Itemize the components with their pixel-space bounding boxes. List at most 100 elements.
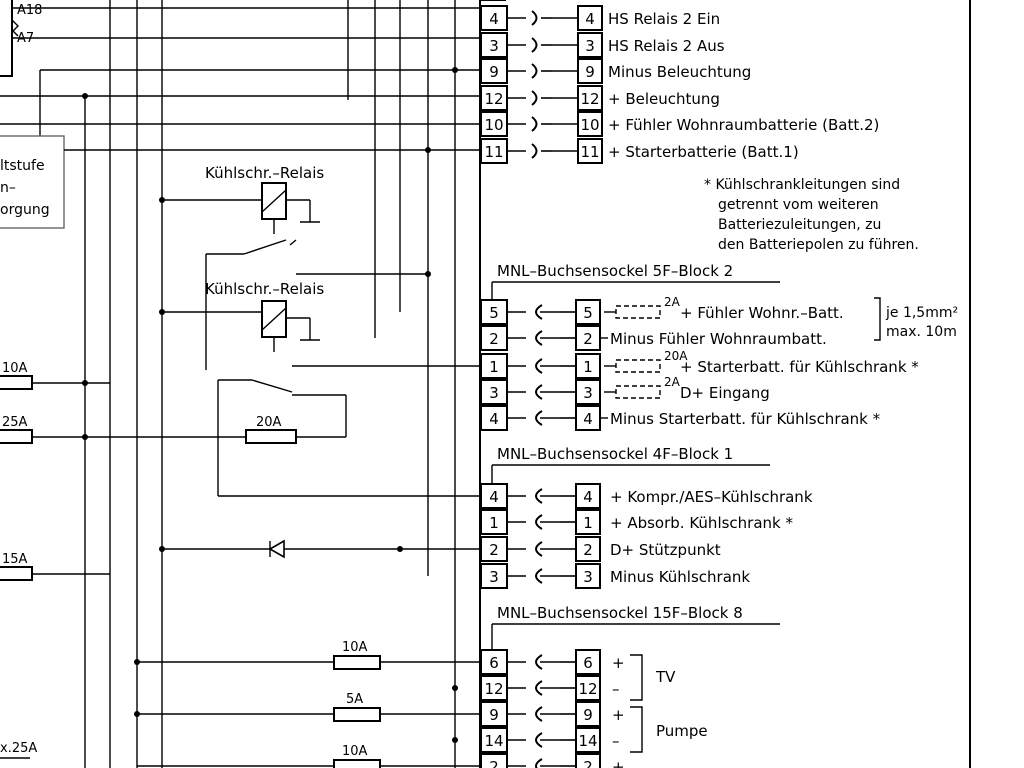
pin-label: 11 (580, 143, 599, 161)
pin-label: 2 (583, 758, 593, 768)
note-line-4: den Batteriepolen zu führen. (718, 237, 919, 253)
group-tv: TV (655, 668, 676, 686)
pin-label: 9 (489, 706, 499, 724)
pin-label: 2 (583, 541, 593, 559)
relay-1-label: Kühlschr.–Relais (205, 164, 324, 182)
pin-label: 5 (583, 304, 593, 322)
pin-label: 12 (484, 90, 503, 108)
note-line-2: getrennt vom weiteren (718, 197, 879, 213)
fuse-rating: 20A (664, 349, 688, 363)
polarity-label: + (612, 758, 625, 768)
pin-label: 4 (583, 410, 593, 428)
group-pumpe: Pumpe (656, 722, 708, 740)
fuse-symbol (615, 385, 661, 399)
left-fuse-label-3: 15A (2, 552, 28, 567)
bottom-fuse-label-3: 10A (342, 744, 368, 759)
junction-dots (82, 67, 458, 743)
left-box-line-2: n– (0, 180, 16, 196)
pin-label: 2 (489, 541, 499, 559)
pin-label: 14 (484, 732, 503, 750)
pin-label: 10 (484, 116, 503, 134)
pin-label: 1 (489, 514, 499, 532)
left-box-line-3: orgung (0, 202, 50, 218)
fuse-25a-left (0, 429, 33, 444)
pin-box-right (577, 58, 603, 84)
left-box-line-1: ltstufe (0, 158, 45, 174)
pin-label: 9 (585, 63, 595, 81)
pin-box-right (575, 536, 601, 562)
signal-label: Minus Starterbatt. für Kühlschrank * (610, 410, 881, 428)
pin-box-right (575, 509, 601, 535)
socket-symbol (535, 706, 543, 722)
fuse-10a-left (0, 375, 33, 390)
pin-label: 3 (489, 37, 499, 55)
socket-symbol (535, 410, 543, 426)
pin-label: 1 (583, 358, 593, 376)
pin-box-right (577, 85, 603, 111)
pin-box-right (575, 379, 601, 405)
pin-label: 10 (580, 116, 599, 134)
pin-label: 11 (484, 143, 503, 161)
pin-label: 4 (489, 488, 499, 506)
socket-symbol (535, 541, 543, 557)
fuse-symbol (615, 305, 661, 319)
relay-2-label: Kühlschr.–Relais (205, 280, 324, 298)
signal-label: D+ Stützpunkt (610, 541, 721, 559)
pin-box-right (575, 299, 601, 325)
relay-fuse-label: 20A (256, 415, 282, 430)
left-fuses: 10A 25A 15A x.25A (0, 361, 37, 759)
pin-box-right (575, 649, 601, 675)
pin-label: 9 (489, 63, 499, 81)
pin-box-right (575, 483, 601, 509)
pin-label: 4 (583, 488, 593, 506)
note-line-1: * Kühlschrankleitungen sind (704, 177, 900, 193)
signal-label: + Starterbatterie (Batt.1) (608, 143, 799, 161)
socket-symbol (535, 330, 543, 346)
pin-box-left (480, 649, 508, 675)
vertical-buses (84, 0, 481, 768)
pin-box-left (480, 138, 508, 164)
bottom-fuse-label-2: 5A (346, 692, 363, 707)
signal-label: + Kompr./AES–Kühlschrank (610, 488, 813, 506)
block8-title: MNL–Buchsensockel 15F–Block 8 (497, 604, 743, 622)
top-left-module: A18 A7 (0, 0, 480, 136)
socket-symbol (535, 654, 543, 670)
signal-label: Minus Kühlschrank (610, 568, 750, 586)
pin-box-left (480, 379, 508, 405)
left-fuse-label-2: 25A (2, 415, 28, 430)
diode (162, 539, 480, 559)
signal-label: HS Relais 2 Ein (608, 10, 720, 28)
block1-title: MNL–Buchsensockel 4F–Block 1 (497, 445, 733, 463)
signal-label: Minus Beleuchtung (608, 63, 751, 81)
plug-symbol (531, 143, 538, 159)
pin-box-right (575, 727, 601, 753)
pin-label: 4 (585, 10, 595, 28)
cable-note-1: je 1,5mm² (885, 305, 958, 321)
polarity-label: + (612, 654, 625, 672)
signal-label: + Starterbatt. für Kühlschrank * (680, 358, 919, 376)
pin-box-right (577, 5, 603, 31)
signal-label: + Fühler Wohnraumbatterie (Batt.2) (608, 116, 879, 134)
pin-label: 3 (585, 37, 595, 55)
socket-symbol (535, 514, 543, 530)
pin-label: 4 (489, 410, 499, 428)
relay-2: Kühlschr.–Relais (162, 280, 480, 497)
pin-box-right (575, 353, 601, 379)
socket-symbol (535, 568, 543, 584)
plug-symbol (531, 90, 538, 106)
pin-box-right (575, 753, 601, 768)
pin-label: 3 (489, 384, 499, 402)
plug-symbol (531, 116, 538, 132)
plug-symbol (531, 10, 538, 26)
pin-label: 2 (489, 758, 499, 768)
polarity-label: – (612, 680, 620, 698)
pin-box-right (575, 675, 601, 701)
cable-spec-note: je 1,5mm² max. 10m (874, 297, 958, 341)
left-fuse-label-4: x.25A (0, 741, 37, 756)
plug-symbol (531, 37, 538, 53)
pin-label: 3 (489, 568, 499, 586)
socket-symbol (535, 384, 543, 400)
pin-box-right (575, 563, 601, 589)
